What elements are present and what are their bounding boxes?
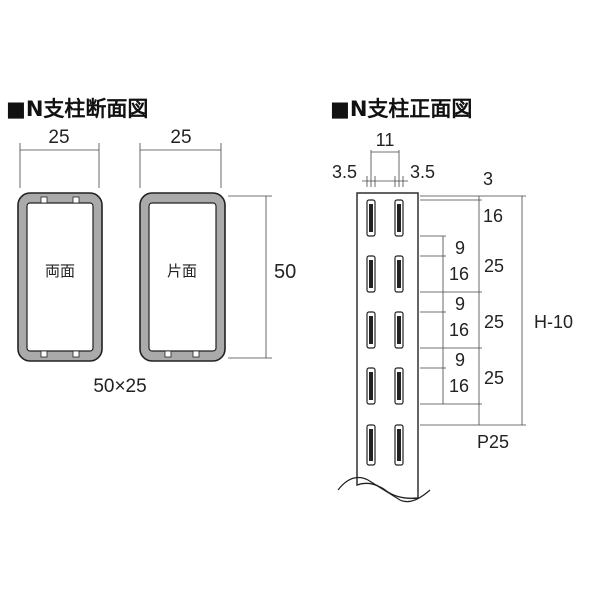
slot-gap-2: 9 <box>455 294 465 314</box>
pitch-3: 25 <box>484 368 504 388</box>
double-sided-profile: 25 両面 <box>17 127 103 362</box>
slot-gap-3: 9 <box>455 350 465 370</box>
size-caption: 50×25 <box>93 376 146 397</box>
pitch-1: 25 <box>484 256 504 276</box>
width-dimension-right: 25 <box>170 127 191 148</box>
pitch-2: 25 <box>484 312 504 332</box>
front-view-title: ■N支柱正面図 <box>330 97 472 121</box>
left-margin-dimension: 3.5 <box>332 162 357 182</box>
double-sided-label: 両面 <box>45 263 75 280</box>
pitch-caption: P25 <box>477 432 509 452</box>
slot-length-2: 16 <box>449 320 469 340</box>
single-sided-profile: 25 片面 50 <box>139 127 296 362</box>
front-height-dimensions: 3 16 9 16 25 9 16 25 9 16 25 H-10 P25 <box>420 169 573 452</box>
slot-spacing-dimension: 11 <box>376 130 395 150</box>
single-sided-label: 片面 <box>167 263 197 280</box>
post-front-view <box>337 192 431 503</box>
slot-length-3: 16 <box>449 376 469 396</box>
front-width-dimensions: 11 3.5 3.5 <box>332 130 435 187</box>
top-offset-dimension: 3 <box>483 169 493 189</box>
height-dimension: 50 <box>274 261 296 283</box>
first-slot-dimension: 16 <box>483 206 503 226</box>
slot-gap-1: 9 <box>455 238 465 258</box>
cross-section-title: ■N支柱断面図 <box>6 97 148 121</box>
right-margin-dimension: 3.5 <box>410 162 435 182</box>
slot-length-1: 16 <box>449 264 469 284</box>
width-dimension-left: 25 <box>48 127 69 148</box>
total-height-dimension: H-10 <box>534 312 573 332</box>
